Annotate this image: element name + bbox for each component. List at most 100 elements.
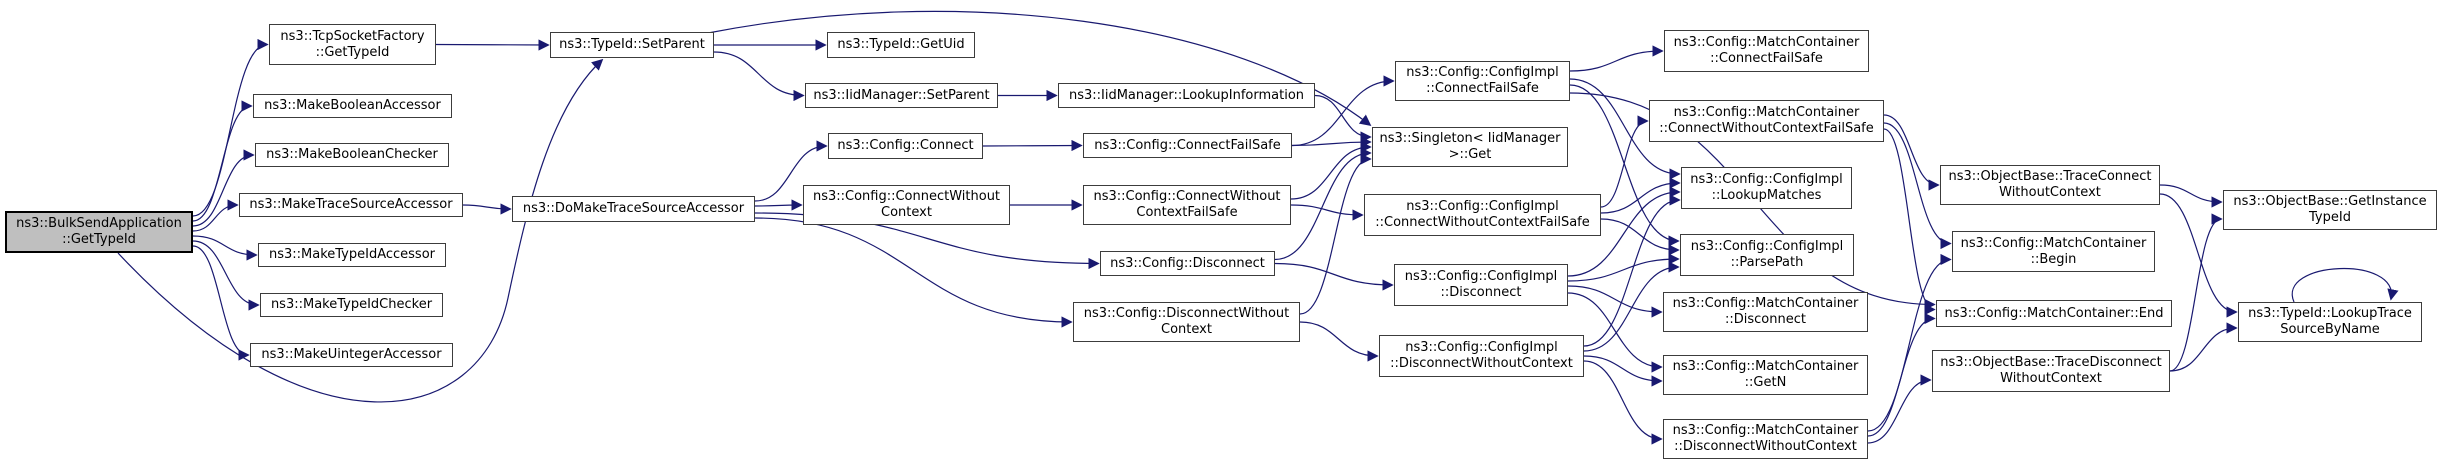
graph-node-match-container-get-n[interactable]: ns3::Config::MatchContainer::GetN [1663, 355, 1868, 395]
call-edge-object-base-trace-disconnect-without-context-to-type-id-lookup-trace-source-by-name [2169, 322, 2238, 372]
graph-node-label: WithoutContext [1999, 185, 2101, 200]
call-edge-config-connect-without-context-fail-safe-to-config-impl-connect-without-context-fail-safe [1290, 204, 1364, 221]
call-edge-config-disconnect-to-config-impl-disconnect [1274, 262, 1394, 291]
graph-node-label: ns3::ObjectBase::GetInstance [2233, 194, 2427, 209]
call-edge-config-impl-disconnect-to-config-impl-parse-path [1567, 253, 1680, 282]
graph-node-label: Context [881, 205, 932, 220]
call-edge-config-impl-disconnect-without-context-to-config-impl-lookup-matches [1583, 194, 1681, 347]
graph-node-label: ns3::Config::MatchContainer [1672, 359, 1859, 374]
graph-node-match-container-begin[interactable]: ns3::Config::MatchContainer::Begin [1952, 231, 2155, 272]
graph-node-label: ns3::TypeId::LookupTrace [2248, 306, 2412, 321]
graph-node-label: ns3::Config::DisconnectWithout [1083, 306, 1290, 321]
call-edge-object-base-trace-connect-without-context-to-type-id-lookup-trace-source-by-name [2159, 193, 2238, 318]
graph-node-label: ::ConnectFailSafe [1710, 51, 1823, 66]
graph-node-iid-manager-lookup-information[interactable]: ns3::IidManager::LookupInformation [1058, 83, 1315, 108]
call-edge-config-disconnect-to-singleton-iid-manager-get [1274, 147, 1372, 261]
graph-node-type-id-set-parent[interactable]: ns3::TypeId::SetParent [550, 32, 714, 58]
graph-node-config-connect[interactable]: ns3::Config::Connect [828, 133, 983, 159]
graph-node-config-connect-fail-safe[interactable]: ns3::Config::ConnectFailSafe [1083, 133, 1292, 158]
graph-node-label: ::ConnectWithoutContextFailSafe [1659, 121, 1874, 136]
call-edge-do-make-trace-source-accessor-to-config-connect [754, 140, 828, 202]
call-edge-do-make-trace-source-accessor-to-config-disconnect-without-context [754, 217, 1073, 328]
graph-node-match-container-connect-without-context-fail-safe[interactable]: ns3::Config::MatchContainer::ConnectWith… [1649, 100, 1884, 142]
graph-node-config-impl-disconnect-without-context[interactable]: ns3::Config::ConfigImpl::DisconnectWitho… [1379, 335, 1584, 377]
call-edge-config-impl-disconnect-to-match-container-get-n [1567, 292, 1663, 373]
call-edge-bulk-send-application-get-type-id-to-make-type-id-checker [192, 240, 260, 311]
graph-node-make-boolean-accessor[interactable]: ns3::MakeBooleanAccessor [253, 94, 452, 118]
call-edge-match-container-disconnect-without-context-to-match-container-begin [1867, 253, 1952, 432]
graph-node-tcp-socket-factory-get-type-id[interactable]: ns3::TcpSocketFactory::GetTypeId [269, 24, 436, 65]
call-edge-iid-manager-lookup-information-to-singleton-iid-manager-get [1314, 94, 1372, 143]
call-edge-bulk-send-application-get-type-id-to-make-trace-source-accessor [192, 199, 239, 232]
graph-node-match-container-disconnect-without-context[interactable]: ns3::Config::MatchContainer::DisconnectW… [1663, 419, 1868, 459]
graph-node-iid-manager-set-parent[interactable]: ns3::IidManager::SetParent [805, 83, 998, 108]
graph-node-label: ns3::ObjectBase::TraceDisconnect [1940, 355, 2162, 370]
graph-node-label: ns3::Config::ConfigImpl [1405, 340, 1558, 355]
graph-node-singleton-iid-manager-get[interactable]: ns3::Singleton< IidManager>::Get [1372, 127, 1568, 167]
graph-node-match-container-connect-fail-safe[interactable]: ns3::Config::MatchContainer::ConnectFail… [1664, 30, 1869, 72]
graph-node-make-boolean-checker[interactable]: ns3::MakeBooleanChecker [255, 143, 449, 167]
graph-node-config-impl-lookup-matches[interactable]: ns3::Config::ConfigImpl::LookupMatches [1681, 167, 1852, 209]
graph-node-label: ::ConnectWithoutContextFailSafe [1375, 215, 1590, 230]
graph-node-label: ns3::DoMakeTraceSourceAccessor [522, 201, 745, 216]
graph-node-label: ns3::ObjectBase::TraceConnect [1948, 169, 2152, 184]
call-edge-bulk-send-application-get-type-id-to-make-boolean-accessor [192, 100, 253, 222]
call-edge-config-connect-fail-safe-to-singleton-iid-manager-get [1291, 136, 1372, 148]
call-edge-match-container-connect-without-context-fail-safe-to-object-base-trace-connect-without-context [1883, 114, 1940, 191]
graph-node-label: ns3::MakeBooleanChecker [266, 147, 438, 162]
graph-node-config-impl-disconnect[interactable]: ns3::Config::ConfigImpl::Disconnect [1394, 264, 1568, 306]
call-edge-config-impl-connect-without-context-fail-safe-to-config-impl-parse-path [1600, 218, 1680, 256]
graph-node-label: >::Get [1448, 147, 1492, 162]
graph-node-config-impl-connect-fail-safe[interactable]: ns3::Config::ConfigImpl::ConnectFailSafe [1395, 61, 1570, 101]
call-edge-do-make-trace-source-accessor-to-config-connect-without-context [754, 199, 803, 211]
graph-node-label: ns3::Config::ConfigImpl [1404, 269, 1558, 284]
call-edge-match-container-disconnect-without-context-to-match-container-end [1867, 312, 1936, 437]
graph-node-config-disconnect[interactable]: ns3::Config::Disconnect [1100, 251, 1275, 276]
graph-node-bulk-send-application-get-type-id[interactable]: ns3::BulkSendApplication::GetTypeId [5, 211, 193, 253]
call-edge-make-trace-source-accessor-to-do-make-trace-source-accessor [462, 203, 512, 215]
call-edge-config-impl-connect-fail-safe-to-match-container-connect-fail-safe [1569, 45, 1664, 72]
graph-node-label: ::ParsePath [1730, 255, 1804, 270]
graph-node-label: ::Disconnect [1440, 285, 1522, 300]
graph-node-make-type-id-checker[interactable]: ns3::MakeTypeIdChecker [260, 293, 443, 317]
graph-node-label: ns3::Config::Connect [837, 138, 974, 153]
graph-node-match-container-disconnect[interactable]: ns3::Config::MatchContainer::Disconnect [1663, 292, 1868, 332]
call-edge-config-connect-without-context-fail-safe-to-singleton-iid-manager-get [1290, 141, 1372, 200]
graph-node-label: ::DisconnectWithoutContext [1390, 356, 1573, 371]
call-edge-match-container-connect-without-context-fail-safe-to-match-container-begin [1883, 122, 1952, 250]
graph-node-label: ns3::Config::ConnectFailSafe [1094, 137, 1281, 153]
graph-node-match-container-end[interactable]: ns3::Config::MatchContainer::End [1936, 300, 2172, 327]
graph-node-do-make-trace-source-accessor[interactable]: ns3::DoMakeTraceSourceAccessor [512, 196, 755, 222]
call-edge-type-id-set-parent-to-iid-manager-set-parent [713, 51, 805, 102]
call-edge-config-connect-to-config-connect-fail-safe [982, 139, 1083, 152]
graph-node-label: ns3::Config::MatchContainer [1673, 35, 1860, 50]
graph-node-type-id-get-uid[interactable]: ns3::TypeId::GetUid [827, 32, 975, 58]
graph-node-config-impl-connect-without-context-fail-safe[interactable]: ns3::Config::ConfigImpl::ConnectWithoutC… [1364, 194, 1601, 236]
graph-node-label: ns3::Config::ConfigImpl [1406, 65, 1559, 80]
graph-node-make-type-id-accessor[interactable]: ns3::MakeTypeIdAccessor [258, 243, 446, 267]
graph-node-label: ::ConnectFailSafe [1426, 81, 1539, 96]
graph-node-label: ns3::TypeId::SetParent [559, 37, 705, 52]
call-edge-config-disconnect-without-context-to-config-impl-disconnect-without-context [1299, 321, 1379, 362]
graph-node-label: ns3::MakeTypeIdChecker [270, 297, 433, 312]
graph-node-label: ns3::Config::ConfigImpl [1406, 199, 1559, 214]
call-edge-object-base-trace-connect-without-context-to-object-base-get-instance-type-id [2159, 184, 2223, 208]
graph-node-label: SourceByName [2280, 322, 2380, 337]
graph-node-make-uinteger-accessor[interactable]: ns3::MakeUintegerAccessor [250, 343, 453, 367]
call-edge-tcp-socket-factory-get-type-id-to-type-id-set-parent [435, 39, 550, 51]
graph-node-label: ::LookupMatches [1711, 188, 1822, 203]
graph-node-config-impl-parse-path[interactable]: ns3::Config::ConfigImpl::ParsePath [1680, 234, 1854, 276]
graph-node-make-trace-source-accessor[interactable]: ns3::MakeTraceSourceAccessor [239, 193, 463, 217]
call-edge-object-base-trace-disconnect-without-context-to-object-base-get-instance-type-id [2169, 213, 2223, 372]
graph-node-label: ns3::MakeUintegerAccessor [261, 347, 442, 362]
graph-node-label: ns3::Config::Disconnect [1110, 255, 1265, 271]
graph-node-label: ns3::Config::MatchContainer [1673, 105, 1860, 120]
graph-node-label: ::GetN [1744, 375, 1787, 390]
